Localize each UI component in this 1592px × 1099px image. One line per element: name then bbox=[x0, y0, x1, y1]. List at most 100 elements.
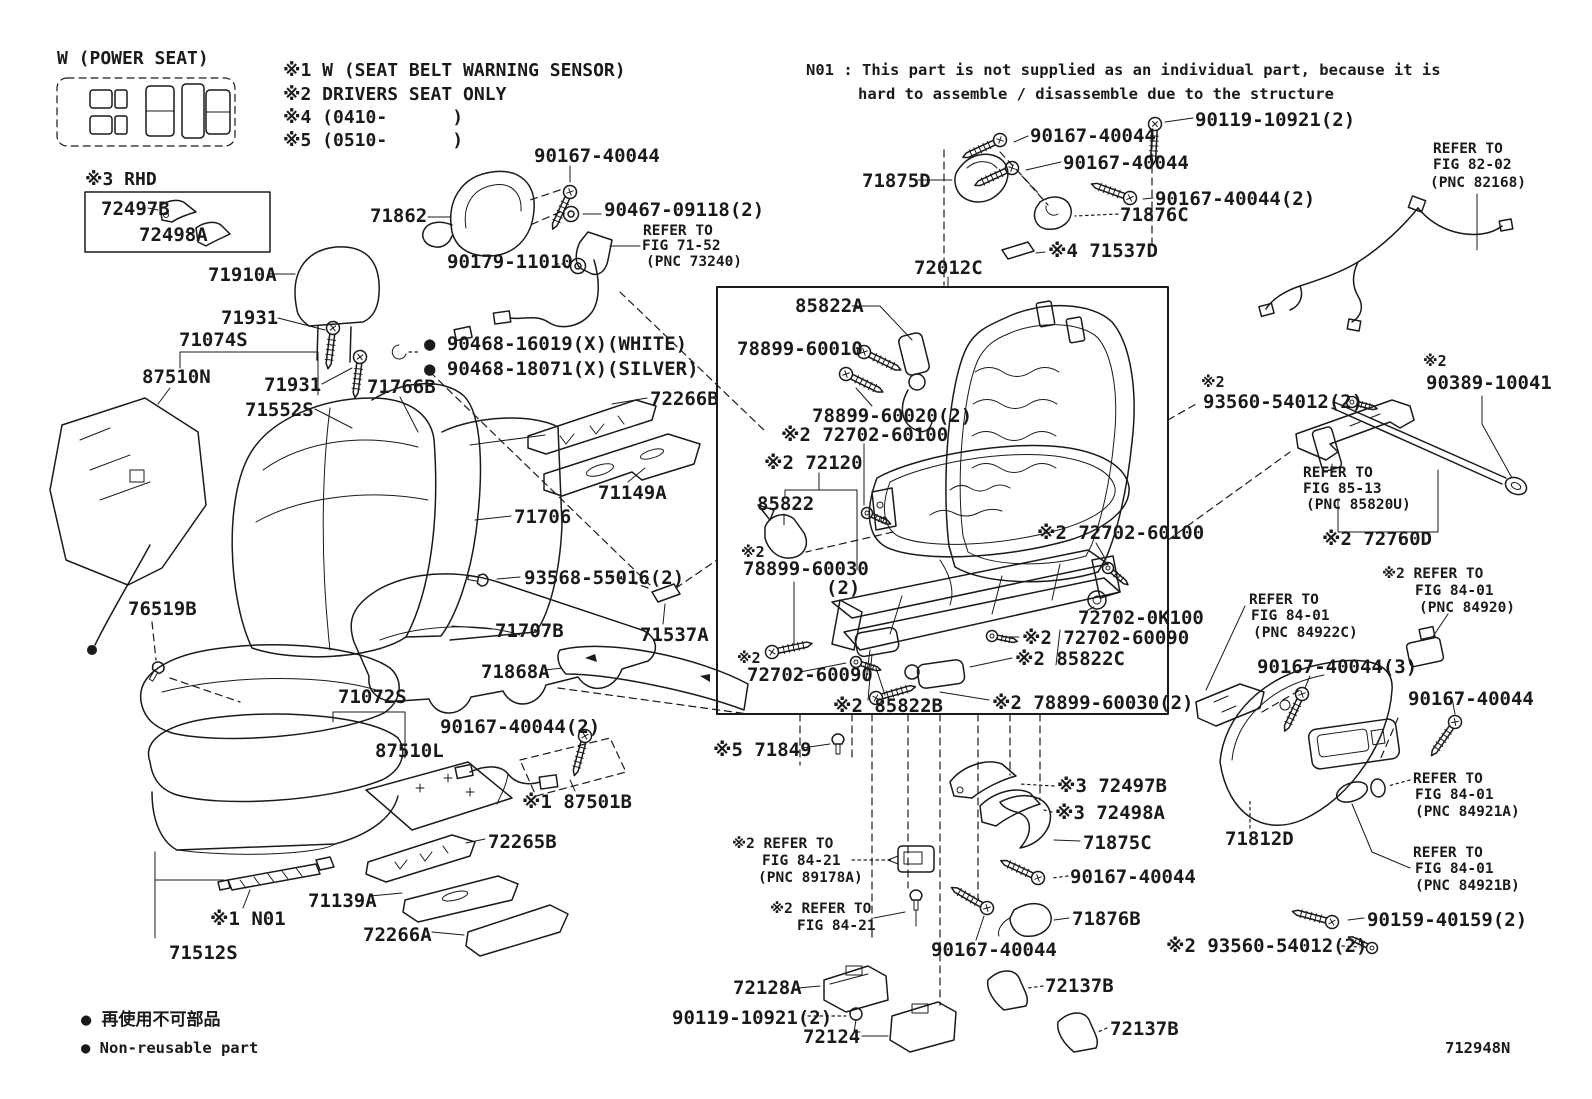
ref-8202-1: REFER TO bbox=[1433, 141, 1503, 157]
note-date-0410: ※4 (0410- ) bbox=[283, 107, 464, 128]
part-71537a: 71537A bbox=[640, 624, 709, 646]
part-71074s: 71074S bbox=[179, 329, 248, 351]
part-71139a: 71139A bbox=[308, 890, 377, 912]
part-72012c: 72012C bbox=[914, 257, 983, 279]
part-87501b: ※1 87501B bbox=[522, 791, 632, 813]
part-71931-lower: 71931 bbox=[264, 374, 322, 396]
rhd-parts-box bbox=[84, 191, 271, 253]
part-93568-55016: 93568-55016(2) bbox=[524, 567, 685, 589]
ref-7152-3: (PNC 73240) bbox=[646, 254, 743, 270]
ref-8421-2b: FIG 84-21 bbox=[797, 918, 876, 934]
part-72702-60090-1a: ※2 bbox=[737, 649, 761, 667]
part-71552s: 71552S bbox=[245, 399, 314, 421]
part-90167-40044-3: 90167-40044 bbox=[1030, 125, 1156, 147]
part-72120: ※2 72120 bbox=[764, 452, 863, 474]
part-71931-upper: 71931 bbox=[221, 307, 279, 329]
part-72265b: 72265B bbox=[488, 831, 557, 853]
plate-71537a-drawing bbox=[609, 559, 718, 625]
part-93560-54012-2: ※2 93560-54012(2) bbox=[1166, 935, 1368, 957]
ref-8401-84922c-3: (PNC 84922C) bbox=[1253, 625, 1358, 641]
power-seat-switch-drawing bbox=[56, 77, 236, 147]
part-78899-60010: 78899-60010 bbox=[737, 338, 863, 360]
part-85822: 85822 bbox=[757, 493, 815, 515]
part-72266a: 72266A bbox=[363, 924, 432, 946]
part-72498a: ※3 72498A bbox=[1055, 802, 1165, 824]
part-71149a: 71149A bbox=[598, 482, 667, 504]
part-72760d: ※2 72760D bbox=[1322, 528, 1432, 550]
ref-8513-2: FIG 85-13 bbox=[1303, 481, 1382, 497]
ref-8421-1c: (PNC 89178A) bbox=[758, 870, 863, 886]
part-78899-60030-1a: ※2 bbox=[741, 543, 765, 561]
main-assembly-box bbox=[716, 276, 1169, 715]
bottom-small-parts-drawing bbox=[797, 713, 1108, 1053]
n01-note-line1: N01 : This part is not supplied as an in… bbox=[806, 61, 1441, 79]
part-72702-0k100: 72702-0K100 bbox=[1078, 607, 1204, 629]
part-71876b: 71876B bbox=[1072, 908, 1141, 930]
part-93560-54012-1b: 93560-54012(2) bbox=[1203, 391, 1364, 413]
note-drivers-seat-only: ※2 DRIVERS SEAT ONLY bbox=[283, 84, 507, 105]
part-71072s: 71072S bbox=[338, 686, 407, 708]
part-90167-40044-6: 90167-40044(3) bbox=[1257, 656, 1418, 678]
part-85822a: 85822A bbox=[795, 295, 864, 317]
harness-drawing bbox=[1258, 193, 1514, 332]
figure-number: 712948N bbox=[1445, 1039, 1511, 1057]
part-72124: 72124 bbox=[803, 1026, 861, 1048]
part-71537d: ※4 71537D bbox=[1048, 240, 1158, 262]
part-71812d: 71812D bbox=[1225, 828, 1294, 850]
ref-8401-84921b-1: REFER TO bbox=[1413, 845, 1483, 861]
part-78899-60030-2: ※2 78899-60030(2) bbox=[992, 692, 1194, 714]
ref-8513-3: (PNC 85820U) bbox=[1306, 497, 1411, 513]
ref-8401-84921b-3: (PNC 84921B) bbox=[1415, 878, 1520, 894]
actuators-drawing bbox=[757, 305, 1133, 707]
part-93560-54012-1a: ※2 bbox=[1201, 373, 1225, 391]
headrest-drawing bbox=[269, 246, 380, 400]
ref-8401-84922c-2: FIG 84-01 bbox=[1251, 608, 1330, 624]
part-90389-10041: 90389-10041 bbox=[1426, 372, 1552, 394]
part-87510n: 87510N bbox=[142, 366, 211, 388]
part-90167-40044-2: 90167-40044(2) bbox=[440, 716, 601, 738]
part-71849: ※5 71849 bbox=[713, 739, 812, 761]
part-72702-60100-2: ※2 72702-60100 bbox=[1037, 522, 1205, 544]
bracket-72760d-drawing bbox=[1167, 394, 1528, 541]
part-78899-60030-1b: 78899-60030 bbox=[743, 558, 869, 580]
note-seat-belt-warning: ※1 W (SEAT BELT WARNING SENSOR) bbox=[283, 60, 626, 81]
cushion-drawing bbox=[139, 621, 406, 855]
part-72702-60100-1: ※2 72702-60100 bbox=[781, 424, 949, 446]
part-85822b: ※2 85822B bbox=[833, 695, 943, 717]
part-90167-40044-1: 90167-40044 bbox=[534, 145, 660, 167]
part-90167-40044-4: 90167-40044 bbox=[1063, 152, 1189, 174]
part-71910a: 71910A bbox=[208, 264, 277, 286]
ref-8401-84921a-3: (PNC 84921A) bbox=[1415, 804, 1520, 820]
ref-8421-2a: ※2 REFER TO bbox=[770, 901, 872, 917]
ref-8401-84920-2: FIG 84-01 bbox=[1415, 583, 1494, 599]
part-72266b: 72266B bbox=[650, 388, 719, 410]
part-72137b-1: 72137B bbox=[1045, 975, 1114, 997]
part-78899-60030-1c: (2) bbox=[826, 577, 861, 599]
part-71707b: 71707B bbox=[495, 620, 564, 642]
ref-8401-84922c-1: REFER TO bbox=[1249, 592, 1319, 608]
top-right-brackets-drawing bbox=[917, 116, 1194, 286]
ref-8202-3: (PNC 82168) bbox=[1430, 175, 1527, 191]
power-seat-title: W (POWER SEAT) bbox=[57, 48, 209, 69]
part-71512s: 71512S bbox=[169, 942, 238, 964]
part-72497b: ※3 72497B bbox=[1057, 775, 1167, 797]
legend-non-reusable-jp: ● 再使用不可部品 bbox=[81, 1010, 221, 1030]
part-72137b-2: 72137B bbox=[1110, 1018, 1179, 1040]
part-71766b: 71766B bbox=[367, 376, 436, 398]
part-72498a-rhd: 72498A bbox=[139, 224, 208, 246]
part-76519b: 76519B bbox=[128, 598, 197, 620]
part-90167-40044-5: 90167-40044(2) bbox=[1155, 188, 1316, 210]
torsion-bar-drawing bbox=[154, 851, 335, 939]
board-71707b-drawing bbox=[350, 573, 657, 714]
part-90389-10041a: ※2 bbox=[1423, 352, 1447, 370]
part-87510l: 87510L bbox=[375, 740, 444, 762]
part-90167-40044-8: 90167-40044 bbox=[1070, 866, 1196, 888]
ref-8421-1b: FIG 84-21 bbox=[762, 853, 841, 869]
seatback-pads-drawing bbox=[231, 382, 563, 658]
ref-8401-84920-1: ※2 REFER TO bbox=[1382, 566, 1484, 582]
seatback-frame-87510n bbox=[49, 351, 319, 655]
seat-frame-drawing bbox=[831, 300, 1135, 681]
legend-non-reusable-en: ● Non-reusable part bbox=[81, 1039, 259, 1057]
